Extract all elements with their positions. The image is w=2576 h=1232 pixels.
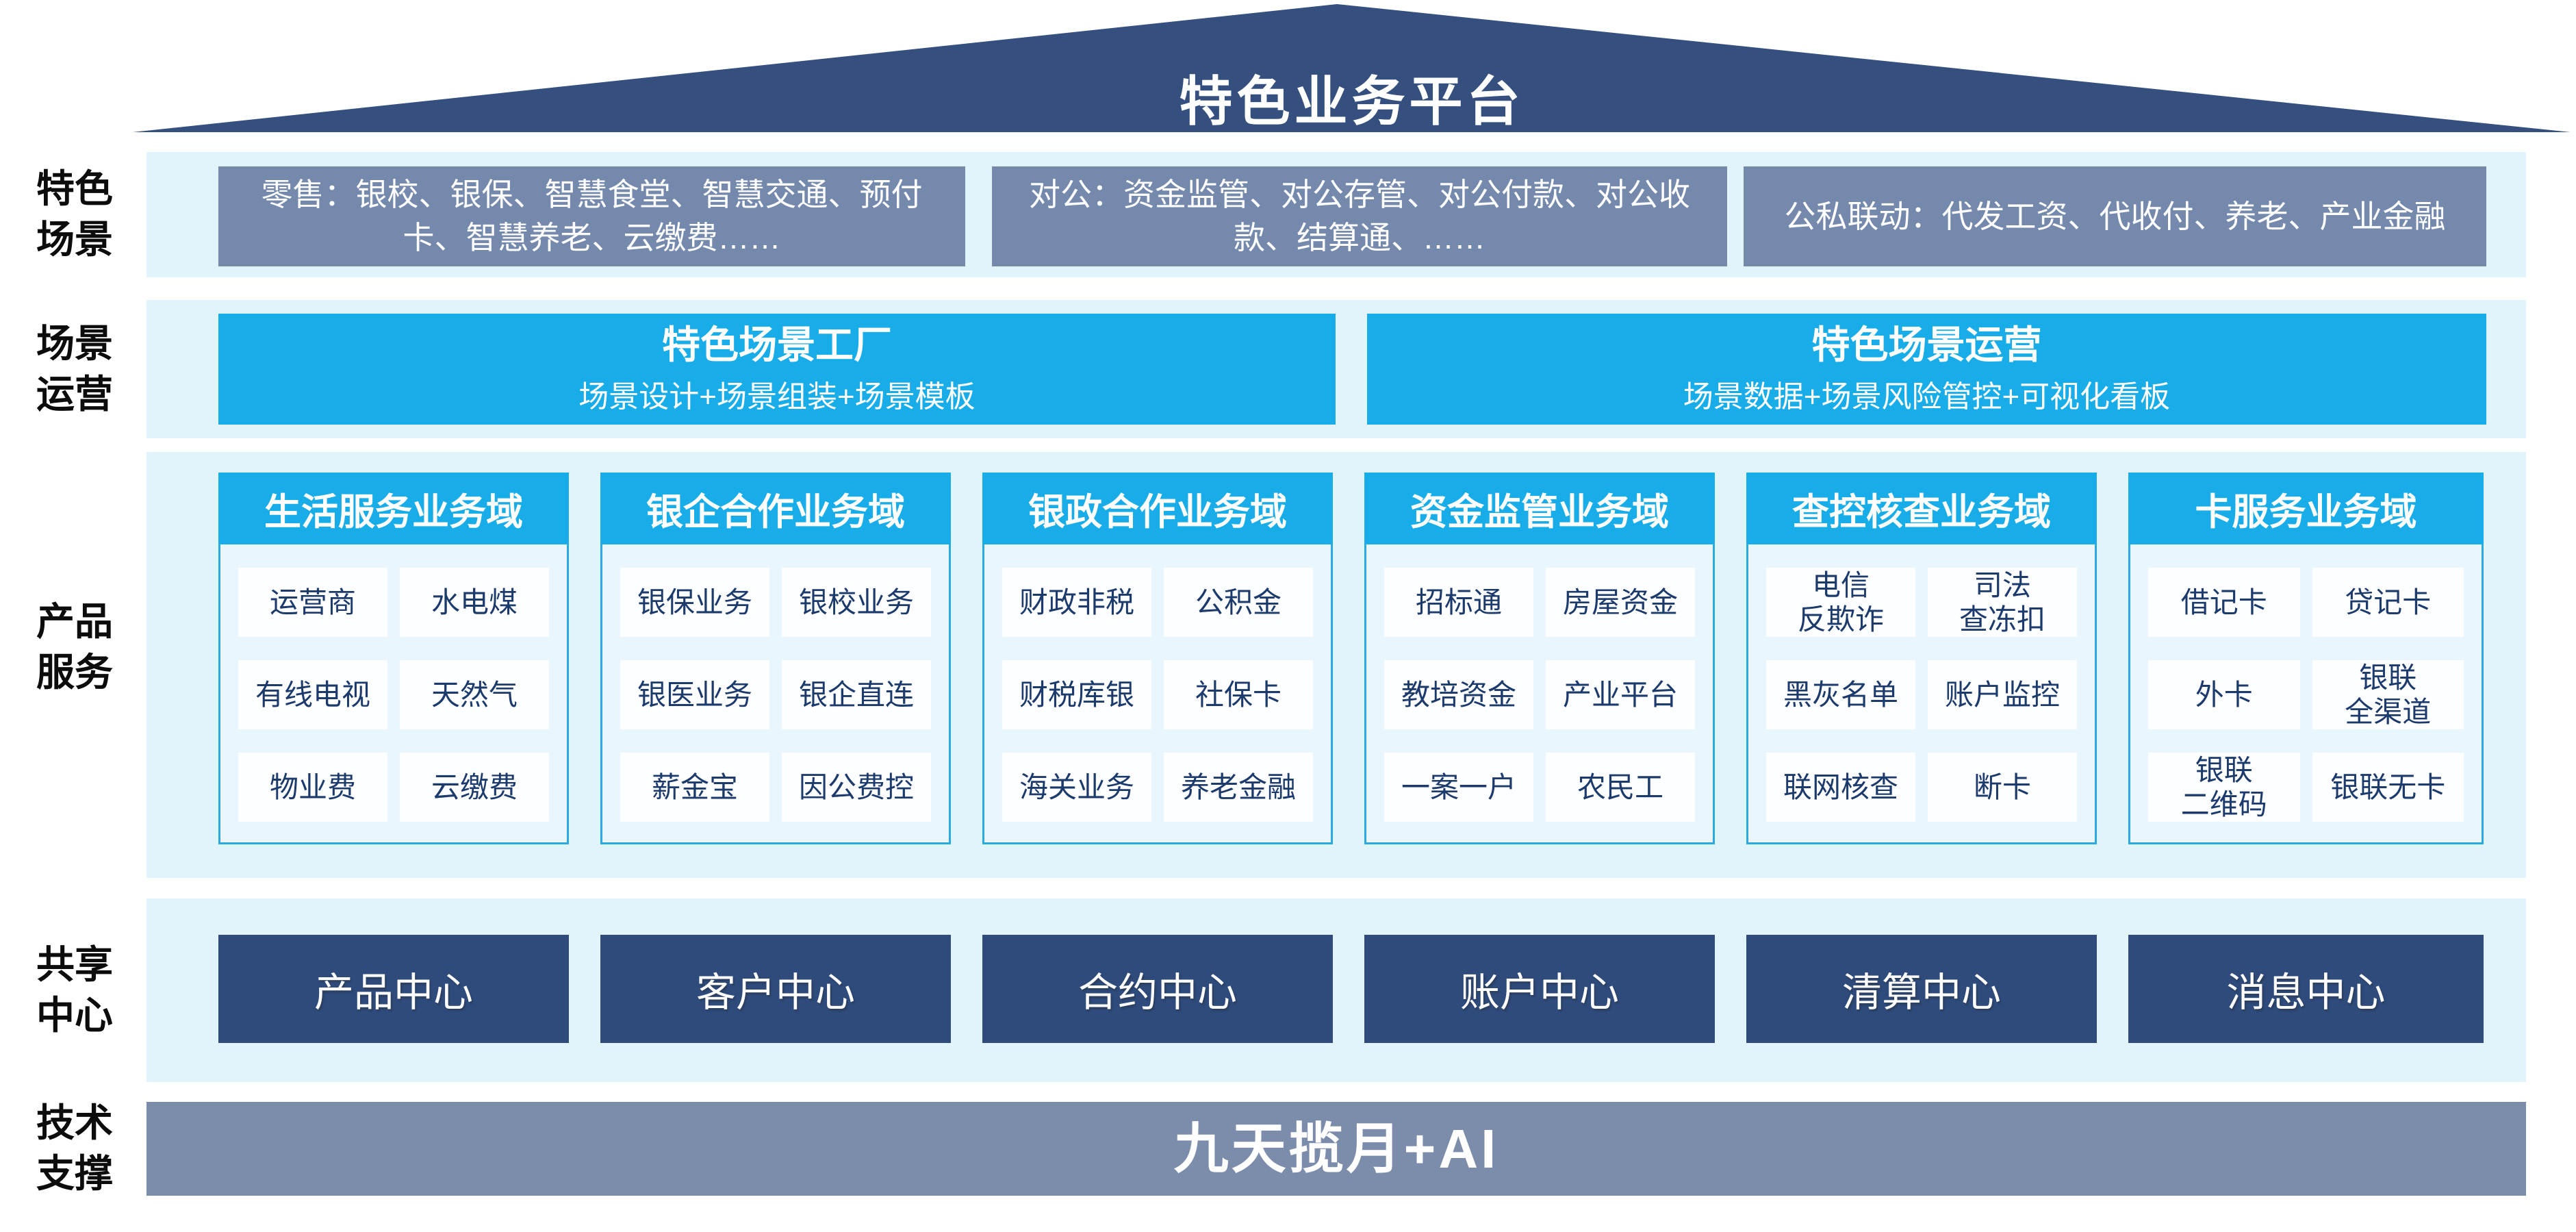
tech-support-label: 九天揽月+AI: [1173, 1118, 1499, 1179]
product-column-body: 银保业务 银校业务 银医业务 银企直连 薪金宝 因公费控: [600, 544, 951, 844]
product-cell: 联网核查: [1766, 753, 1915, 822]
product-cell: 因公费控: [782, 753, 931, 822]
shared-center-customer: 客户中心: [600, 935, 951, 1043]
scene-box-public-private: 公私联动：代发工资、代收付、养老、产业金融: [1744, 166, 2486, 266]
operation-box-title: 特色场景工厂: [662, 323, 892, 366]
operation-box-scene-factory: 特色场景工厂 场景设计+场景组装+场景模板: [218, 314, 1336, 425]
rail-label-shared: 共享 中心: [36, 943, 113, 1037]
product-column-header: 资金监管业务域: [1364, 473, 1715, 544]
shared-center-contract: 合约中心: [982, 935, 1333, 1043]
scene-box-retail: 零售：银校、银保、智慧食堂、智慧交通、预付卡、智慧养老、云缴费……: [218, 166, 965, 266]
product-cell: 银校业务: [782, 568, 931, 637]
product-cell: 银企直连: [782, 660, 931, 729]
product-cell: 银医业务: [620, 660, 769, 729]
shared-center-message: 消息中心: [2128, 935, 2484, 1043]
product-cell: 社保卡: [1164, 660, 1313, 729]
product-cell: 天然气: [400, 660, 549, 729]
rail-label-scene: 特色 场景: [36, 167, 113, 261]
product-column-fund-supervision: 资金监管业务域 招标通 房屋资金 教培资金 产业平台 一案一户 农民工: [1364, 473, 1715, 844]
product-cell: 有线电视: [238, 660, 387, 729]
product-cell: 外卡: [2148, 660, 2300, 729]
product-cell: 云缴费: [400, 753, 549, 822]
platform-roof-banner: 特色业务平台: [133, 4, 2571, 132]
product-column-body: 财政非税 公积金 财税库银 社保卡 海关业务 养老金融: [982, 544, 1333, 844]
product-column-inquiry-control: 查控核查业务域 电信 反欺诈 司法 查冻扣 黑灰名单 账户监控 联网核查 断卡: [1746, 473, 2097, 844]
product-column-body: 电信 反欺诈 司法 查冻扣 黑灰名单 账户监控 联网核查 断卡: [1746, 544, 2097, 844]
product-cell: 招标通: [1384, 568, 1533, 637]
product-cell: 黑灰名单: [1766, 660, 1915, 729]
product-cell: 薪金宝: [620, 753, 769, 822]
shared-center-band: 产品中心 客户中心 合约中心 账户中心 清算中心 消息中心: [146, 898, 2526, 1082]
product-column-life-services: 生活服务业务域 运营商 水电煤 有线电视 天然气 物业费 云缴费: [218, 473, 569, 844]
operation-box-subtitle: 场景数据+场景风险管控+可视化看板: [1683, 380, 2171, 414]
product-cell: 产业平台: [1546, 660, 1695, 729]
product-column-bank-government: 银政合作业务域 财政非税 公积金 财税库银 社保卡 海关业务 养老金融: [982, 473, 1333, 844]
product-column-header: 查控核查业务域: [1746, 473, 2097, 544]
product-cell: 一案一户: [1384, 753, 1533, 822]
product-cell: 运营商: [238, 568, 387, 637]
product-cell: 财政非税: [1002, 568, 1151, 637]
platform-title: 特色业务平台: [1179, 71, 1525, 131]
product-cell: 银联无卡: [2312, 753, 2464, 822]
product-cell: 海关业务: [1002, 753, 1151, 822]
tech-support-bar: 九天揽月+AI: [146, 1102, 2526, 1196]
scene-band: 零售：银校、银保、智慧食堂、智慧交通、预付卡、智慧养老、云缴费…… 对公：资金监…: [146, 152, 2526, 277]
rail-label-product: 产品 服务: [36, 600, 113, 694]
product-cell: 断卡: [1928, 753, 2077, 822]
product-cell: 农民工: [1546, 753, 1695, 822]
product-cell: 借记卡: [2148, 568, 2300, 637]
product-cell: 银联 全渠道: [2312, 660, 2464, 729]
product-column-body: 招标通 房屋资金 教培资金 产业平台 一案一户 农民工: [1364, 544, 1715, 844]
shared-center-product: 产品中心: [218, 935, 569, 1043]
product-cell: 房屋资金: [1546, 568, 1695, 637]
scene-box-corporate: 对公：资金监管、对公存管、对公付款、对公收款、结算通、……: [992, 166, 1727, 266]
product-cell: 银联 二维码: [2148, 753, 2300, 822]
product-column-bank-enterprise: 银企合作业务域 银保业务 银校业务 银医业务 银企直连 薪金宝 因公费控: [600, 473, 951, 844]
product-cell: 电信 反欺诈: [1766, 568, 1915, 637]
product-column-card-services: 卡服务业务域 借记卡 贷记卡 外卡 银联 全渠道 银联 二维码 银联无卡: [2128, 473, 2484, 844]
operation-box-title: 特色场景运营: [1811, 323, 2042, 366]
product-cell: 物业费: [238, 753, 387, 822]
product-cell: 养老金融: [1164, 753, 1313, 822]
product-cell: 水电煤: [400, 568, 549, 637]
product-column-body: 运营商 水电煤 有线电视 天然气 物业费 云缴费: [218, 544, 569, 844]
product-band: 生活服务业务域 运营商 水电煤 有线电视 天然气 物业费 云缴费 银企合作业务域…: [146, 452, 2526, 878]
scene-box-corporate-text: 对公：资金监管、对公存管、对公付款、对公收款、结算通、……: [1029, 177, 1690, 255]
product-column-body: 借记卡 贷记卡 外卡 银联 全渠道 银联 二维码 银联无卡: [2128, 544, 2484, 844]
rail-label-tech: 技术 支撑: [36, 1101, 113, 1195]
operation-box-subtitle: 场景设计+场景组装+场景模板: [578, 380, 975, 414]
operation-box-scene-operation: 特色场景运营 场景数据+场景风险管控+可视化看板: [1367, 314, 2486, 425]
product-cell: 财税库银: [1002, 660, 1151, 729]
rail-label-operation: 场景 运营: [36, 322, 113, 416]
product-cell: 司法 查冻扣: [1928, 568, 2077, 637]
scene-box-public-private-text: 公私联动：代发工资、代收付、养老、产业金融: [1784, 198, 2446, 234]
product-column-header: 银政合作业务域: [982, 473, 1333, 544]
scene-box-retail-text: 零售：银校、银保、智慧食堂、智慧交通、预付卡、智慧养老、云缴费……: [261, 177, 923, 255]
product-cell: 贷记卡: [2312, 568, 2464, 637]
product-column-header: 银企合作业务域: [600, 473, 951, 544]
product-cell: 公积金: [1164, 568, 1313, 637]
shared-center-clearing: 清算中心: [1746, 935, 2097, 1043]
product-cell: 账户监控: [1928, 660, 2077, 729]
product-cell: 教培资金: [1384, 660, 1533, 729]
operation-band: 特色场景工厂 场景设计+场景组装+场景模板 特色场景运营 场景数据+场景风险管控…: [146, 300, 2526, 438]
product-column-header: 生活服务业务域: [218, 473, 569, 544]
product-column-header: 卡服务业务域: [2128, 473, 2484, 544]
shared-center-account: 账户中心: [1364, 935, 1715, 1043]
product-cell: 银保业务: [620, 568, 769, 637]
